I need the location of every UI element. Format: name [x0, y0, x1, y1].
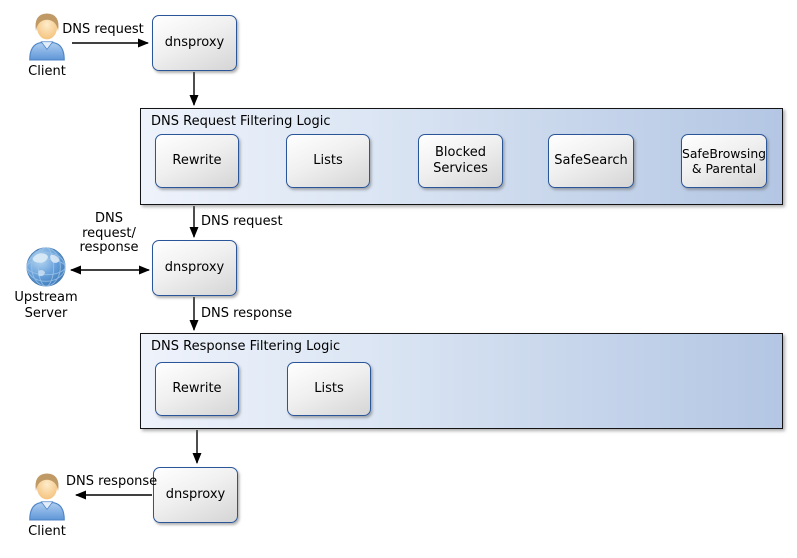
response-filtering-group: DNS Response Filtering Logic [140, 333, 783, 429]
person-icon [29, 13, 65, 61]
dnsproxy-node-middle: dnsproxy [152, 240, 237, 296]
person-icon [29, 473, 65, 521]
filter-step-safebrowsing-parental: SafeBrowsing & Parental [681, 134, 767, 188]
dnsproxy-node-bottom: dnsproxy [153, 467, 238, 523]
filter-step-safesearch: SafeSearch [548, 134, 634, 188]
edge-label-dns-request-response: DNS request/ response [79, 211, 139, 256]
request-filtering-title: DNS Request Filtering Logic [151, 114, 331, 129]
dnsproxy-node-top: dnsproxy [152, 15, 237, 71]
client-actor-bottom: Client [16, 470, 78, 540]
upstream-server-label: Upstream Server [14, 290, 78, 321]
response-filtering-title: DNS Response Filtering Logic [151, 339, 341, 354]
edge-label-dns-request-top: DNS request [62, 22, 144, 37]
client-top-label: Client [28, 64, 66, 79]
edge-label-dns-response-mid: DNS response [201, 306, 293, 321]
filter-step-lists-request: Lists [286, 134, 370, 188]
globe-icon [26, 247, 66, 287]
filter-step-rewrite-response: Rewrite [155, 362, 239, 416]
client-actor-top: Client [16, 10, 78, 80]
client-bottom-label: Client [28, 524, 66, 539]
edge-label-dns-response-bottom: DNS response [66, 474, 158, 489]
filter-step-rewrite-request: Rewrite [155, 134, 239, 188]
filter-step-blocked-services: Blocked Services [418, 134, 503, 188]
edge-label-dns-request-mid: DNS request [201, 214, 283, 229]
upstream-server-actor: Upstream Server [6, 246, 86, 321]
filter-step-lists-response: Lists [287, 362, 371, 416]
